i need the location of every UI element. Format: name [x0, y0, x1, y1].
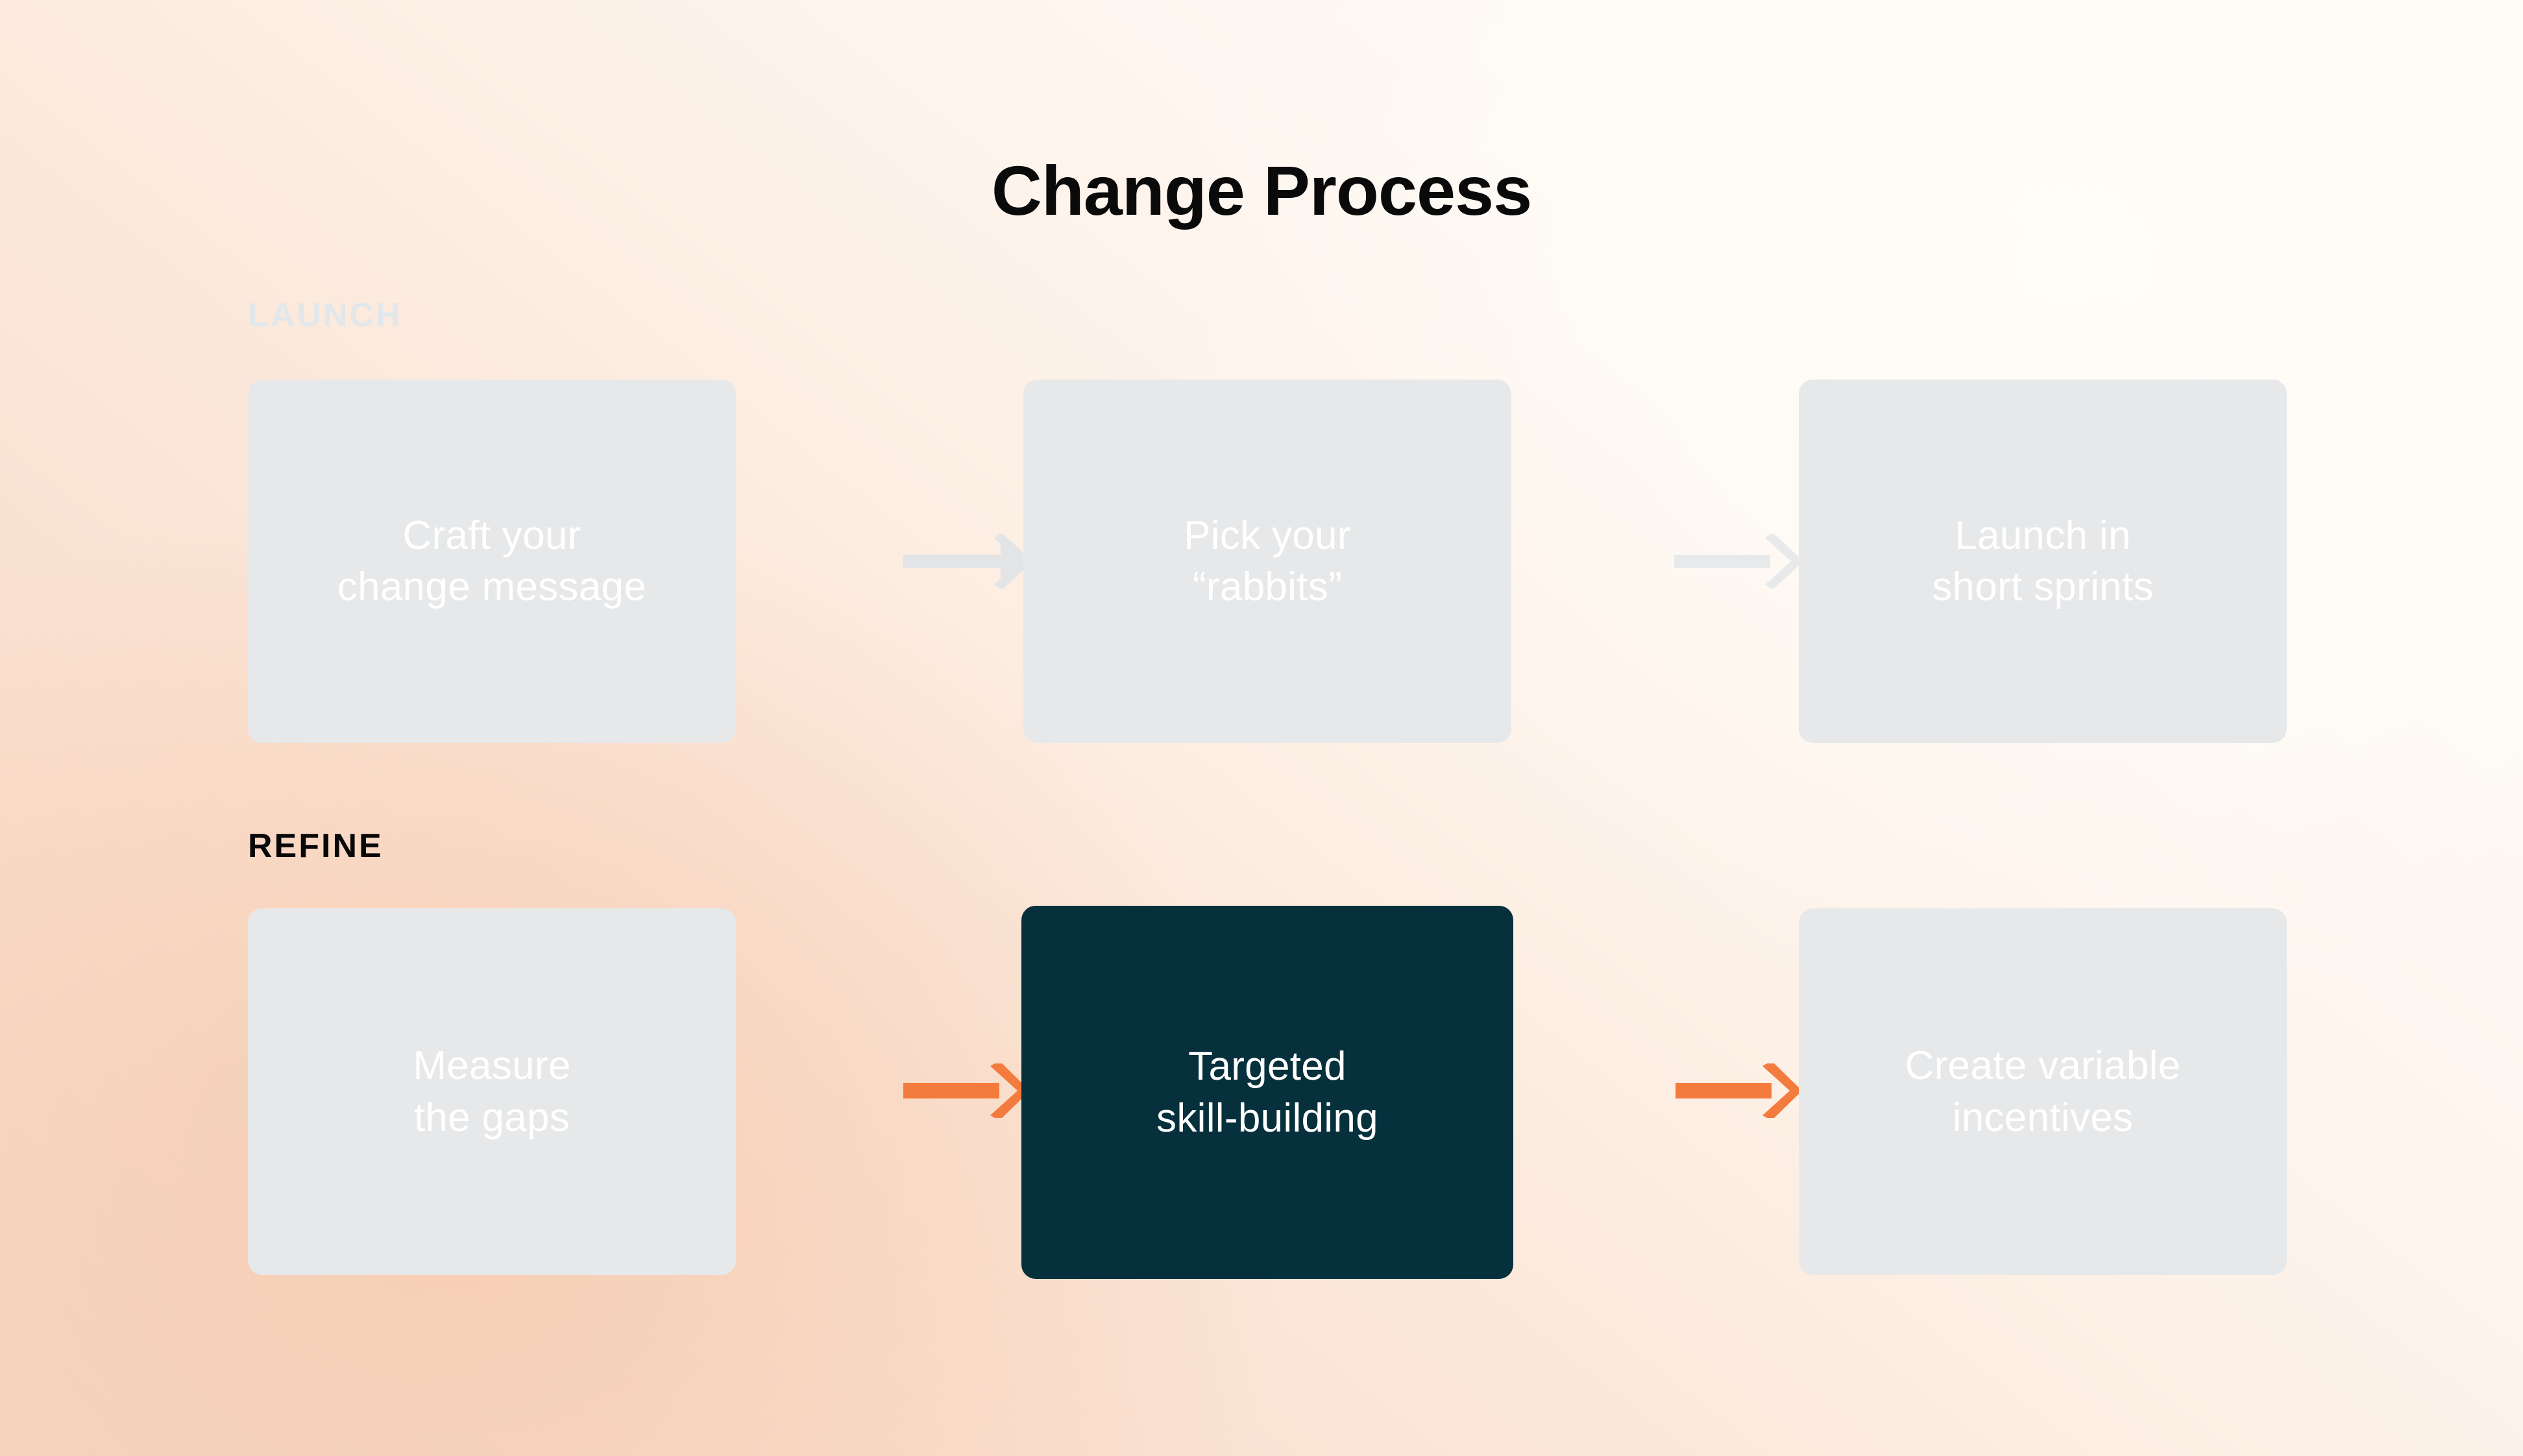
arrow-right-icon [1674, 534, 1825, 588]
card-measure-the-gaps[interactable]: Measure the gaps [248, 908, 736, 1275]
card-label: Targeted skill-building [1156, 1044, 1378, 1141]
card-label: Launch in short sprints [1932, 513, 2154, 609]
card-launch-in-short-sprints[interactable]: Launch in short sprints [1799, 380, 2287, 743]
card-label: Craft your change message [337, 513, 647, 609]
card-create-variable-incentives[interactable]: Create variable incentives [1799, 908, 2287, 1275]
arrow-right-icon [1676, 1063, 1826, 1118]
card-label: Pick your “rabbits” [1184, 513, 1351, 609]
page-title: Change Process [991, 151, 1532, 230]
card-label: Create variable incentives [1905, 1043, 2181, 1140]
card-craft-your-change-message[interactable]: Craft your change message [248, 380, 736, 743]
card-targeted-skill-building[interactable]: Targeted skill-building [1021, 906, 1513, 1279]
row-refine-cards: Measure the gaps Targeted skill-building… [248, 906, 2287, 1279]
row-launch-cards: Craft your change message Pick your “rab… [248, 380, 2287, 746]
section-label-launch: LAUNCH [248, 297, 402, 334]
card-label: Measure the gaps [413, 1043, 571, 1140]
card-pick-your-rabbits[interactable]: Pick your “rabbits” [1023, 380, 1511, 743]
section-label-refine: REFINE [248, 827, 384, 865]
